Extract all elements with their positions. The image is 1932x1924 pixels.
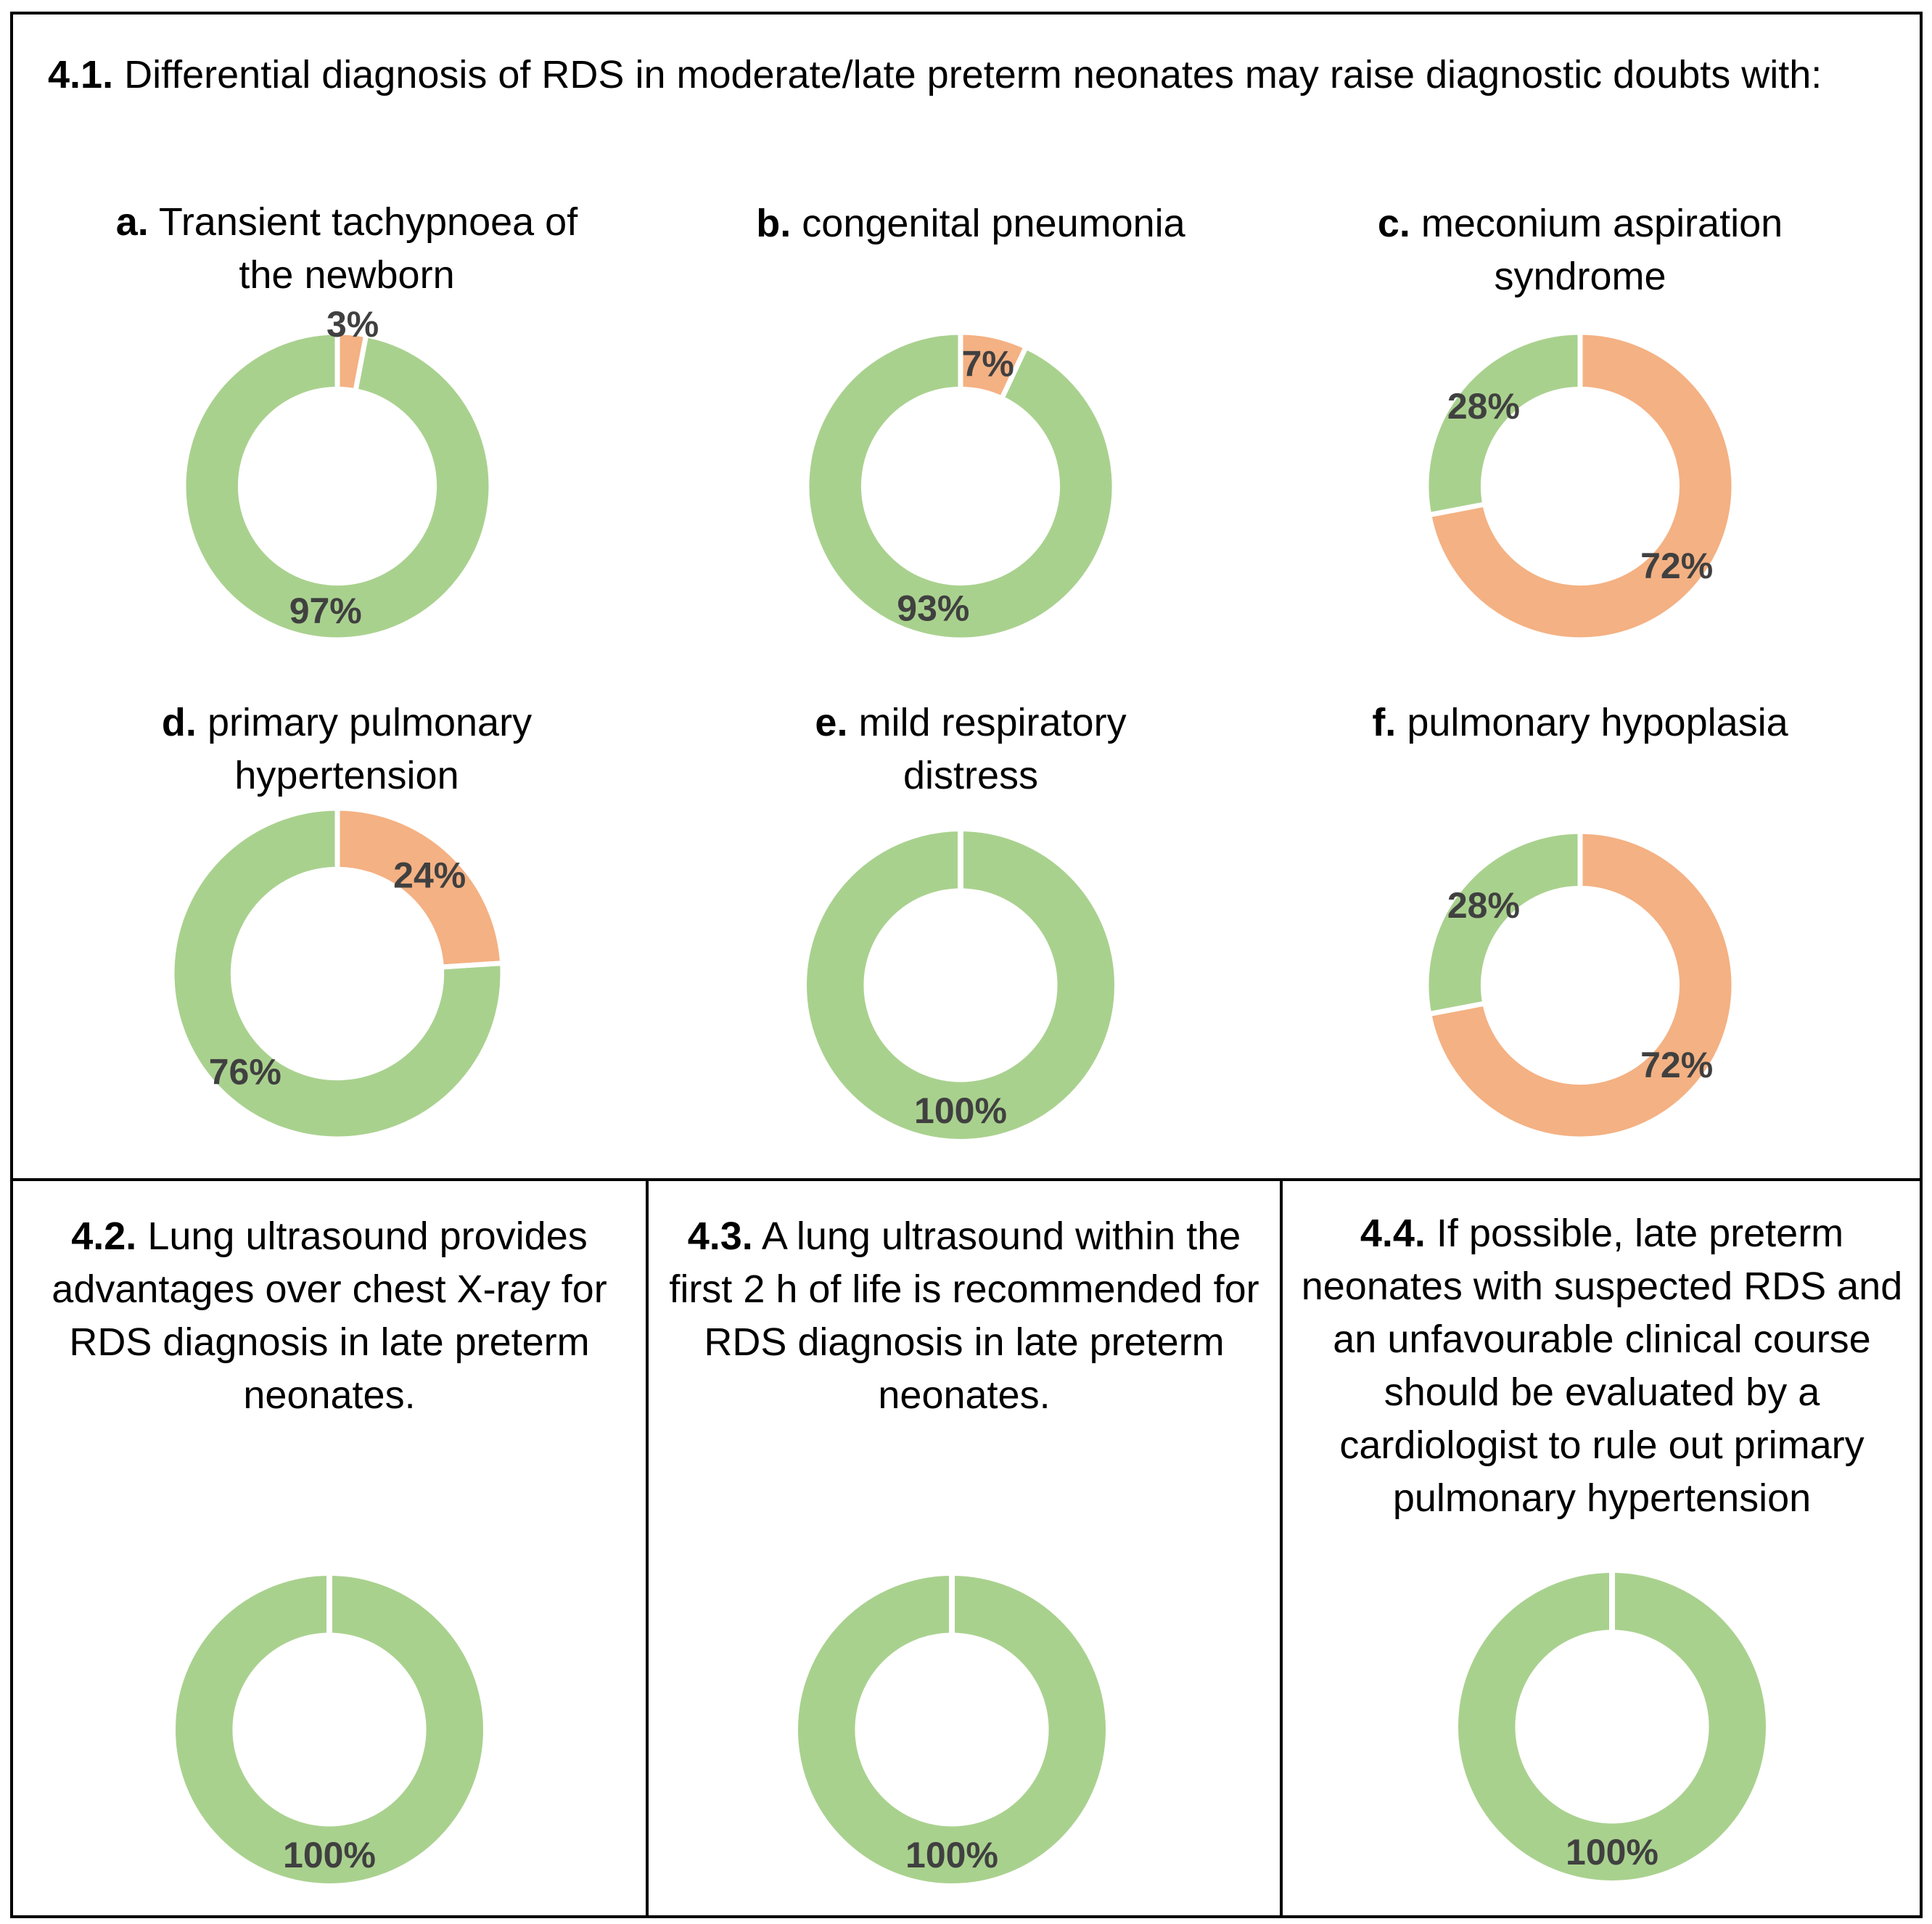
chart-b-donut: 7% 93%: [804, 329, 1117, 643]
chart-b-title: b. congenital pneumonia: [695, 197, 1246, 250]
chart-a-donut: 3% 97%: [181, 304, 494, 643]
data-label-s43-0: 100%: [905, 1835, 998, 1875]
statement-4-3-panel: 4.3. A lung ultrasound within the first …: [646, 1178, 1283, 1918]
chart-b-label: b.: [756, 202, 792, 245]
statement-4-4-text: If possible, late preterm neonates with …: [1301, 1212, 1903, 1520]
donut-slice-b-1: [804, 329, 1117, 643]
chart-b-title-text: congenital pneumonia: [802, 202, 1185, 245]
statement-4-2-donut: 100%: [176, 1574, 483, 1883]
statement-4-3-text: A lung ultrasound within the first 2 h o…: [669, 1214, 1259, 1417]
statement-4-4-panel: 4.4. If possible, late preterm neonates …: [1280, 1178, 1923, 1918]
donut-slice-c-1: [1423, 329, 1583, 518]
data-label-f-0: 72%: [1640, 1045, 1713, 1085]
chart-a-label: a.: [115, 200, 149, 244]
chart-d-donut: 24% 76%: [169, 805, 506, 1142]
statement-4-3-label: 4.3.: [687, 1214, 753, 1258]
donut-slice-d-1: [169, 805, 506, 1142]
chart-f-title-text: pulmonary hypoplasia: [1407, 701, 1788, 744]
donut-slice-f-1: [1423, 829, 1583, 1017]
data-label-a-1: 97%: [289, 591, 362, 631]
chart-c-title: c. meconium aspiration syndrome: [1355, 197, 1805, 303]
chart-a-title: a. Transient tachypnoea of the newborn: [100, 196, 593, 302]
chart-e-title-text: mild respiratory distress: [858, 701, 1127, 797]
statement-4-4-label: 4.4.: [1360, 1212, 1426, 1255]
chart-a-title-text: Transient tachypnoea of the newborn: [158, 200, 578, 297]
donut-slice-f-0: [1426, 829, 1737, 1142]
chart-d-title: d. primary pulmonary hypertension: [115, 696, 579, 802]
statement-4-2-label: 4.2.: [71, 1214, 137, 1258]
panel-title: 4.1. Differential diagnosis of RDS in mo…: [48, 48, 1891, 102]
donut-slice-a-1: [181, 329, 494, 643]
donut-slice-c-0: [1426, 329, 1737, 643]
statement-4-3-title: 4.3. A lung ultrasound within the first …: [666, 1210, 1262, 1422]
data-label-d-0: 24%: [393, 855, 466, 896]
chart-d-title-text: primary pulmonary hypertension: [207, 701, 533, 797]
chart-f-label: f.: [1372, 701, 1397, 744]
data-label-e-0: 100%: [914, 1090, 1007, 1131]
data-label-c-1: 28%: [1447, 386, 1520, 427]
donut-slice-s44-0: [1458, 1572, 1766, 1880]
chart-d-label: d.: [161, 701, 197, 744]
statement-4-4-donut: 100%: [1458, 1571, 1766, 1880]
panel-title-text: Differential diagnosis of RDS in moderat…: [124, 53, 1822, 96]
chart-c-donut: 72% 28%: [1423, 329, 1737, 643]
differential-diagnosis-panel: 4.1. Differential diagnosis of RDS in mo…: [10, 12, 1923, 1181]
chart-e-label: e.: [815, 701, 848, 744]
chart-f-title: f. pulmonary hypoplasia: [1333, 696, 1827, 749]
statement-4-2-title: 4.2. Lung ultrasound provides advantages…: [35, 1210, 624, 1422]
donut-slice-s43-0: [798, 1575, 1106, 1883]
chart-f-donut: 72% 28%: [1423, 829, 1737, 1142]
chart-e-title: e. mild respiratory distress: [775, 696, 1167, 802]
chart-c-title-text: meconium aspiration syndrome: [1421, 202, 1783, 298]
statement-4-3-donut: 100%: [798, 1574, 1106, 1883]
chart-c-label: c.: [1377, 202, 1410, 245]
panel-title-label: 4.1.: [48, 53, 114, 96]
statement-4-4-title: 4.4. If possible, late preterm neonates …: [1297, 1207, 1907, 1525]
statement-4-2-panel: 4.2. Lung ultrasound provides advantages…: [10, 1178, 649, 1918]
donut-slice-s42-0: [176, 1575, 483, 1883]
donut-slice-d-0: [334, 805, 506, 970]
data-label-s42-0: 100%: [283, 1835, 376, 1875]
data-label-b-0: 7%: [962, 343, 1014, 384]
data-label-d-1: 76%: [209, 1051, 281, 1092]
data-label-s44-0: 100%: [1566, 1832, 1658, 1872]
statement-4-2-text: Lung ultrasound provides advantages over…: [52, 1214, 607, 1417]
chart-e-donut: 100%: [806, 830, 1114, 1139]
data-label-a-0: 3%: [326, 304, 379, 345]
data-label-f-1: 28%: [1447, 885, 1520, 926]
data-label-b-1: 93%: [897, 588, 969, 629]
data-label-c-0: 72%: [1640, 546, 1713, 586]
